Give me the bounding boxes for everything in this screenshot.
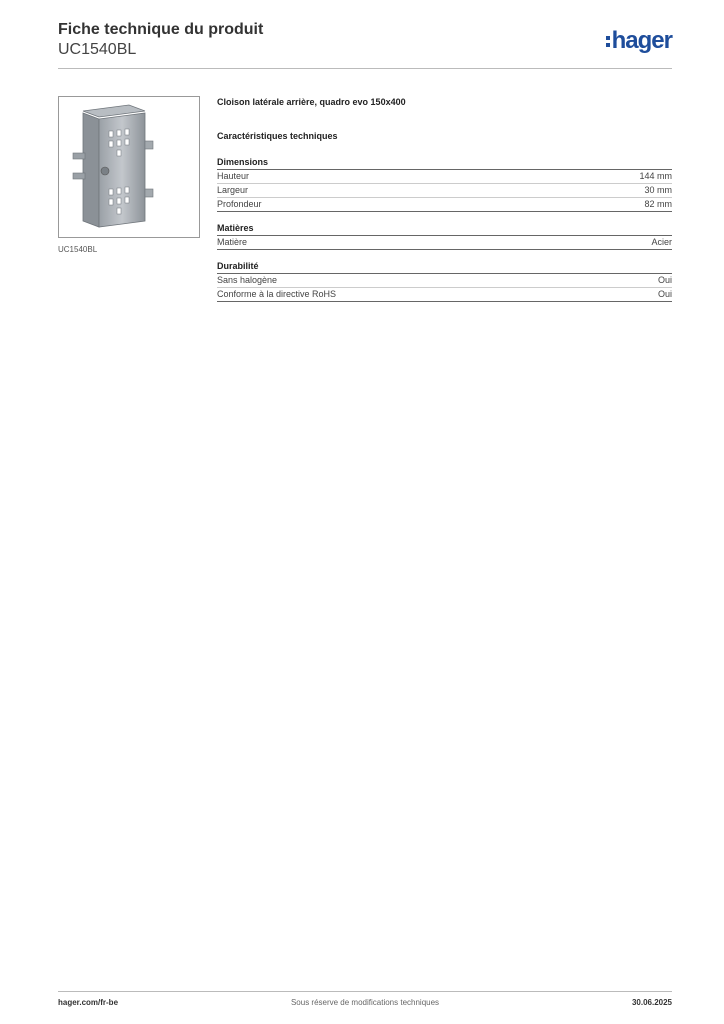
spec-value: 144 mm — [639, 171, 672, 181]
spec-row: Largeur 30 mm — [217, 184, 672, 198]
spec-group-durability: Durabilité Sans halogène Oui Conforme à … — [217, 260, 672, 302]
hager-logo: hager — [605, 27, 673, 54]
footer-divider — [58, 991, 672, 992]
product-reference: UC1540BL — [58, 41, 137, 58]
spec-group-title: Durabilité — [217, 260, 672, 274]
spec-label: Sans halogène — [217, 275, 278, 285]
logo-text: hager — [611, 27, 673, 54]
spec-group-title: Dimensions — [217, 156, 672, 170]
spec-group-title: Matières — [217, 222, 672, 236]
spec-label: Conforme à la directive RoHS — [217, 289, 337, 299]
header-divider — [58, 68, 672, 69]
product-photo-icon — [72, 104, 154, 228]
footer-website-link[interactable]: hager.com/fr-be — [58, 998, 119, 1007]
footer-date: 30.06.2025 — [631, 998, 672, 1007]
spec-label: Profondeur — [217, 199, 262, 209]
image-caption: UC1540BL — [58, 245, 98, 254]
spec-label: Largeur — [217, 185, 249, 195]
spec-value: Oui — [657, 275, 672, 285]
product-image — [58, 96, 200, 238]
spec-row: Profondeur 82 mm — [217, 198, 672, 212]
specs-heading: Caractéristiques techniques — [217, 131, 338, 141]
page-header: Fiche technique du produit UC1540BL hage… — [58, 20, 673, 68]
spec-row: Matière Acier — [217, 236, 672, 250]
spec-label: Matière — [217, 237, 248, 247]
spec-group-dimensions: Dimensions Hauteur 144 mm Largeur 30 mm … — [217, 156, 672, 212]
product-name: Cloison latérale arrière, quadro evo 150… — [217, 97, 406, 107]
spec-row: Hauteur 144 mm — [217, 170, 672, 184]
spec-value: 30 mm — [644, 185, 672, 195]
spec-row: Sans halogène Oui — [217, 274, 672, 288]
spec-value: 82 mm — [644, 199, 672, 209]
footer-notice: Sous réserve de modifications techniques — [290, 998, 440, 1007]
logo-dots-icon — [605, 35, 610, 47]
spec-label: Hauteur — [217, 171, 250, 181]
spec-group-materials: Matières Matière Acier — [217, 222, 672, 250]
spec-row: Conforme à la directive RoHS Oui — [217, 288, 672, 302]
spec-value: Oui — [657, 289, 672, 299]
product-details: Cloison latérale arrière, quadro evo 150… — [217, 96, 672, 312]
document-title: Fiche technique du produit — [58, 21, 264, 38]
spec-value: Acier — [651, 237, 672, 247]
